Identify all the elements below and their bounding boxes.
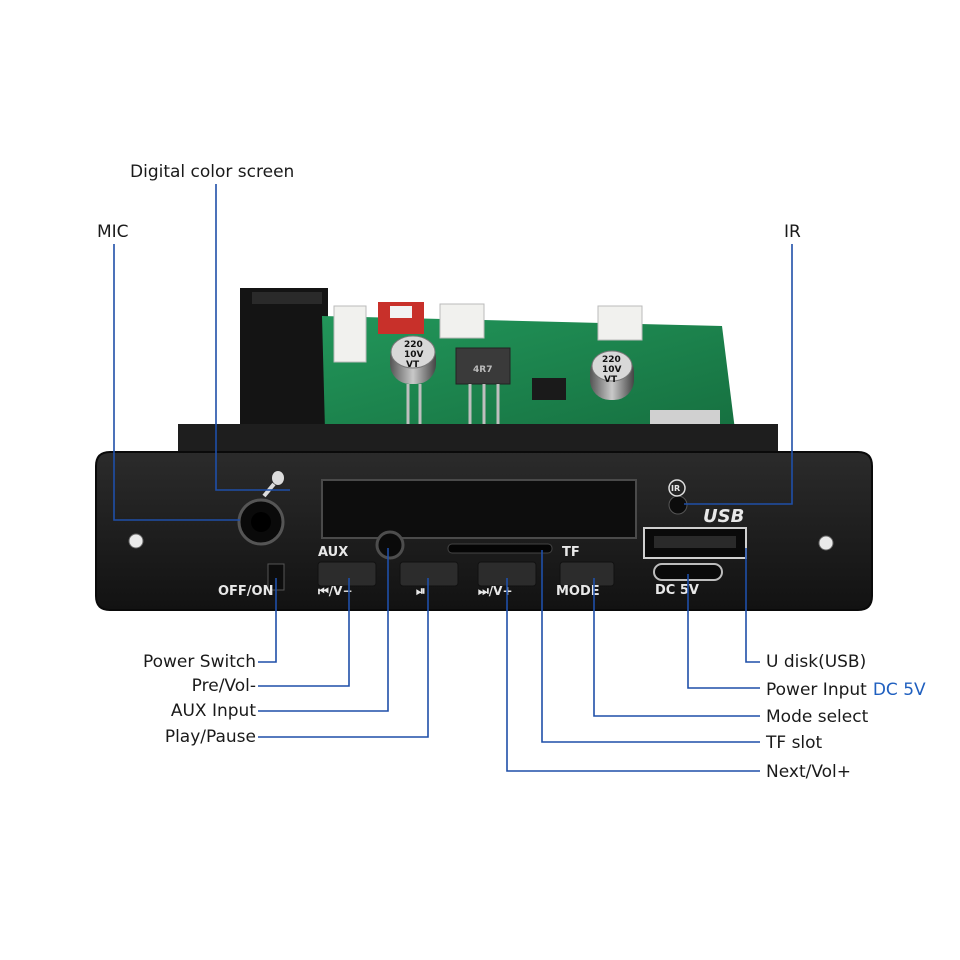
label-aux-input: AUX Input: [171, 701, 256, 721]
off-on-label: OFF/ON: [218, 584, 274, 599]
ir-receiver: [668, 495, 688, 515]
cap1-brand: VT: [406, 360, 420, 370]
tf-label: TF: [562, 545, 580, 560]
leader-mic: [113, 244, 240, 521]
mount-hole-left: [128, 533, 144, 549]
leader-usb: [745, 548, 760, 663]
mode-button[interactable]: [559, 561, 615, 587]
label-power-input-text: Power Input: [766, 680, 867, 700]
connector-white-1: [333, 305, 367, 363]
tf-card-slot[interactable]: [447, 543, 553, 554]
label-pre-vol: Pre/Vol-: [192, 676, 256, 696]
capacitor-1: 220 10V VT: [390, 335, 436, 384]
cap1-value: 220: [404, 340, 423, 350]
diode: [532, 378, 566, 400]
leader-lines: [113, 184, 793, 772]
label-power-input-value: DC 5V: [873, 680, 926, 700]
label-power-switch: Power Switch: [143, 652, 256, 672]
leader-next: [506, 578, 760, 772]
label-ir: IR: [784, 222, 801, 242]
front-panel: IR USB DC 5V AUX TF OFF/ON ⏮/V− ⏯ ⏭/V+ M…: [95, 424, 873, 611]
cap2-voltage: 10V: [602, 365, 622, 375]
leader-pre-vol: [258, 578, 350, 687]
label-tf-slot: TF slot: [765, 733, 823, 753]
cap2-brand: VT: [604, 375, 618, 385]
label-mic: MIC: [97, 222, 129, 242]
play-pause-button[interactable]: [399, 561, 459, 587]
usb-label: USB: [703, 506, 744, 527]
label-next-vol: Next/Vol+: [766, 762, 851, 782]
callout-labels: Digital color screen MIC IR Power Switch…: [97, 162, 926, 782]
ir-badge: IR: [671, 484, 680, 493]
mode-label: MODE: [556, 584, 600, 599]
play-label: ⏯: [416, 584, 426, 598]
leader-screen: [215, 184, 290, 491]
connector-white-3: [597, 305, 643, 341]
leader-mode: [593, 578, 760, 717]
prev-vol-button[interactable]: [317, 561, 377, 587]
cap1-voltage: 10V: [404, 350, 424, 360]
inductor-value: 4R7: [473, 365, 492, 375]
leader-power-switch: [258, 578, 277, 663]
connector-white-2: [439, 303, 485, 339]
next-vol-label: ⏭/V+: [478, 584, 513, 598]
speaker-housing: [240, 288, 328, 438]
pcb-board: 220 10V VT 4R7 220 10V VT: [240, 288, 735, 438]
label-digital-color-screen: Digital color screen: [130, 162, 294, 182]
mount-hole-right: [818, 535, 834, 551]
prev-vol-label: ⏮/V−: [318, 584, 353, 598]
aux-jack[interactable]: [375, 530, 405, 560]
leader-play: [258, 578, 429, 738]
leader-power-input: [687, 574, 760, 689]
label-play-pause: Play/Pause: [165, 727, 256, 747]
label-power-input: Power Input DC 5V: [766, 680, 926, 700]
dc5v-label: DC 5V: [655, 583, 699, 598]
label-mode-select: Mode select: [766, 707, 869, 727]
leader-aux: [258, 548, 389, 712]
leader-tf: [541, 550, 760, 743]
capacitor-2: 220 10V VT: [590, 350, 634, 400]
digital-screen: [321, 479, 637, 539]
aux-label: AUX: [318, 545, 348, 560]
cap2-value: 220: [602, 355, 621, 365]
label-u-disk: U disk(USB): [766, 652, 866, 672]
leader-ir: [684, 244, 793, 505]
inductor: 4R7: [455, 347, 511, 385]
